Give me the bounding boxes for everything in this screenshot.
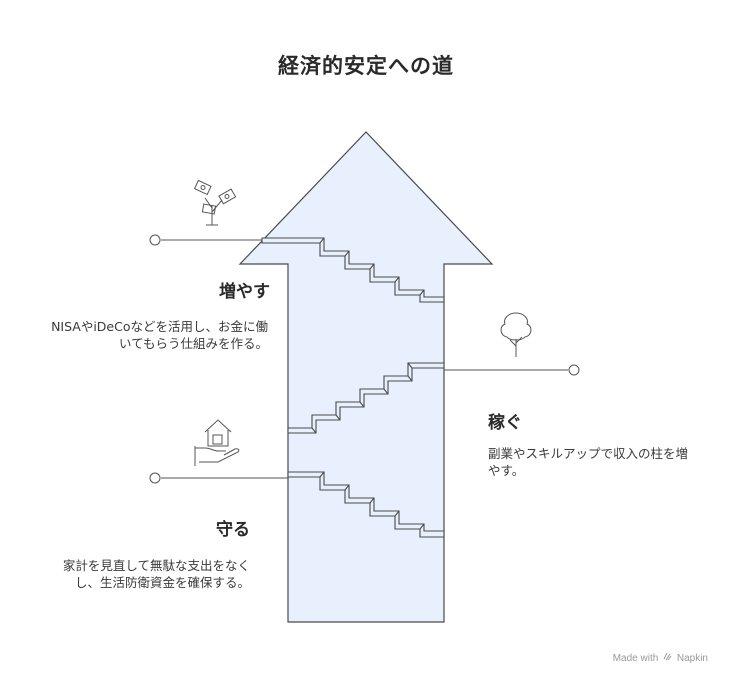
top-staircase	[261, 237, 445, 303]
heading-earn: 稼ぐ	[488, 413, 522, 433]
connector-lines	[149, 234, 580, 484]
description-increase: NISAやiDeCoなどを活用し、お金に働いてもらう仕組みを作る。	[51, 319, 268, 351]
page-title: 経済的安定への道	[278, 54, 454, 78]
tree-icon	[500, 312, 532, 357]
footer-attribution: Made with Napkin	[613, 652, 708, 664]
heading-increase: 増やす	[219, 282, 270, 302]
upward-arrow	[238, 131, 494, 623]
description-protect: 家計を見直して無駄な支出をなくし、生活防衛資金を確保する。	[62, 558, 250, 590]
money-plant-icon	[193, 179, 237, 226]
connector-dot-increase	[149, 234, 161, 246]
footer-brand: Napkin	[676, 653, 708, 664]
connector-dot-protect	[149, 472, 161, 484]
description-earn: 副業やスキルアップで収入の柱を増やす。	[488, 446, 689, 478]
napkin-logo-icon	[663, 652, 672, 664]
connector-dot-earn	[568, 364, 580, 376]
heading-protect: 守る	[216, 520, 250, 540]
house-in-hand-icon	[194, 419, 240, 466]
bottom-staircase	[287, 471, 445, 538]
footer-made-with: Made with	[612, 653, 659, 664]
middle-staircase	[287, 362, 445, 434]
